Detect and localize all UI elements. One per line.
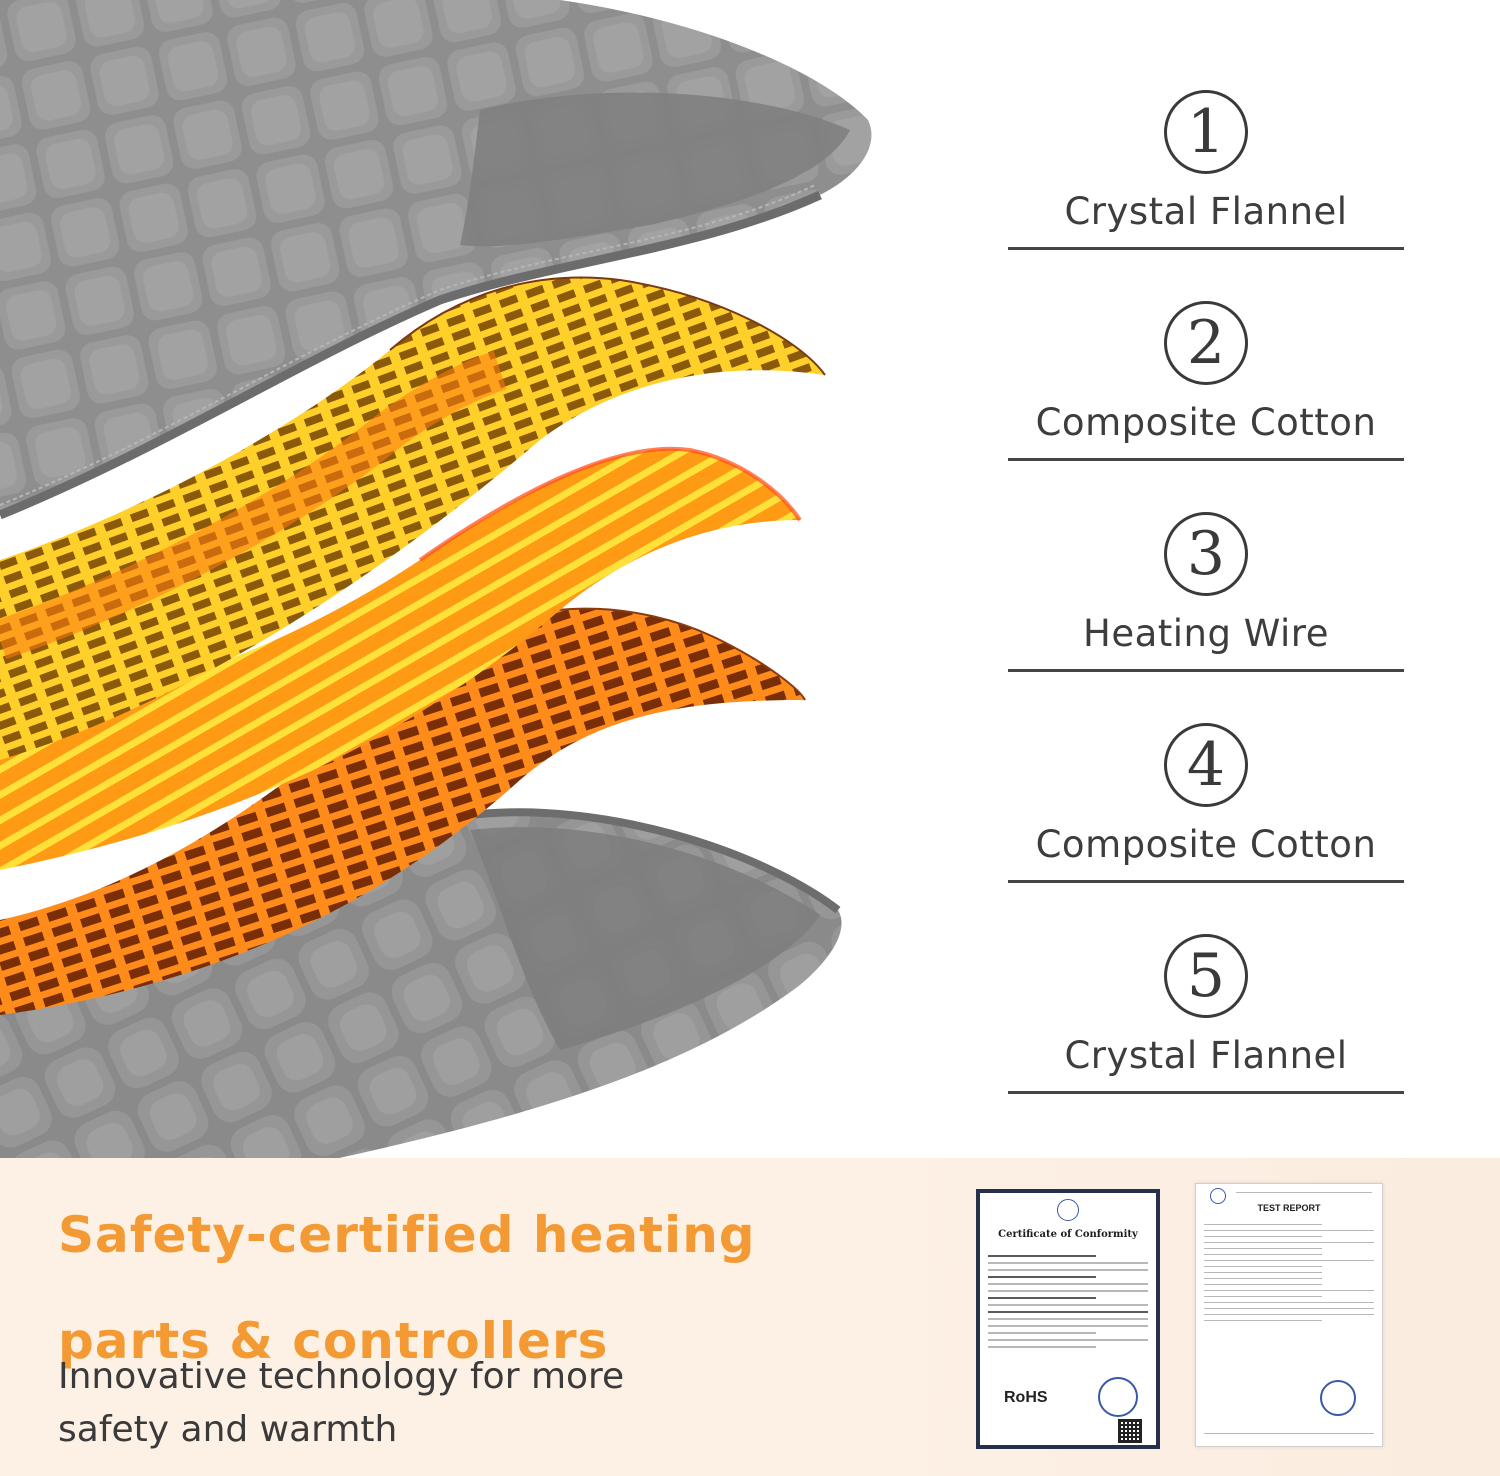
layer-name: Composite Cotton [1035,823,1377,866]
safety-subline: Innovative technology for more safety an… [58,1350,698,1456]
layer-divider [1008,458,1404,461]
certificate-of-conformity-image: Certificate of Conformity RoHS [976,1189,1160,1449]
upper-composite-cotton-layer [0,276,826,760]
heating-pad-layers-illustration [0,0,872,1160]
heating-wire-layer [0,446,802,870]
layer-number-badge: 5 [1164,934,1248,1018]
layer-divider [1008,247,1404,250]
certificate-emblem-icon [1057,1199,1079,1221]
layer-name: Crystal Flannel [1064,1034,1348,1077]
layer-item-1: 1 Crystal Flannel [1008,80,1404,291]
layer-item-5: 5 Crystal Flannel [1008,924,1404,1135]
qr-code-icon [1118,1419,1142,1443]
safety-headline: Safety-certified heating parts & control… [58,1182,756,1394]
layer-divider [1008,1091,1404,1094]
report-title: TEST REPORT [1257,1203,1321,1213]
layer-name: Heating Wire [1083,612,1329,655]
layer-list: 1 Crystal Flannel 2 Composite Cotton 3 H… [1008,80,1404,1135]
layer-number-badge: 4 [1164,723,1248,807]
subline-line-1: Innovative technology for more [58,1356,625,1397]
test-report-image: TEST REPORT [1195,1183,1383,1447]
layer-item-4: 4 Composite Cotton [1008,713,1404,924]
layer-number-badge: 3 [1164,512,1248,596]
certification-seal-icon [1098,1377,1138,1417]
layer-number-badge: 1 [1164,90,1248,174]
top-flannel-layer [0,0,872,520]
layer-number-badge: 2 [1164,301,1248,385]
certificate-title: Certificate of Conformity [998,1229,1138,1240]
headline-line-2: parts & controllers [58,1312,609,1370]
subline-line-2: safety and warmth [58,1409,398,1450]
rohs-mark: RoHS [1004,1389,1048,1406]
layer-item-2: 2 Composite Cotton [1008,291,1404,502]
report-logo-icon [1210,1188,1226,1204]
layer-item-3: 3 Heating Wire [1008,502,1404,713]
layer-name: Crystal Flannel [1064,190,1348,233]
layer-name: Composite Cotton [1035,401,1377,444]
report-seal-icon [1320,1380,1356,1416]
headline-line-1: Safety-certified heating [58,1206,756,1264]
layer-divider [1008,669,1404,672]
layer-divider [1008,880,1404,883]
